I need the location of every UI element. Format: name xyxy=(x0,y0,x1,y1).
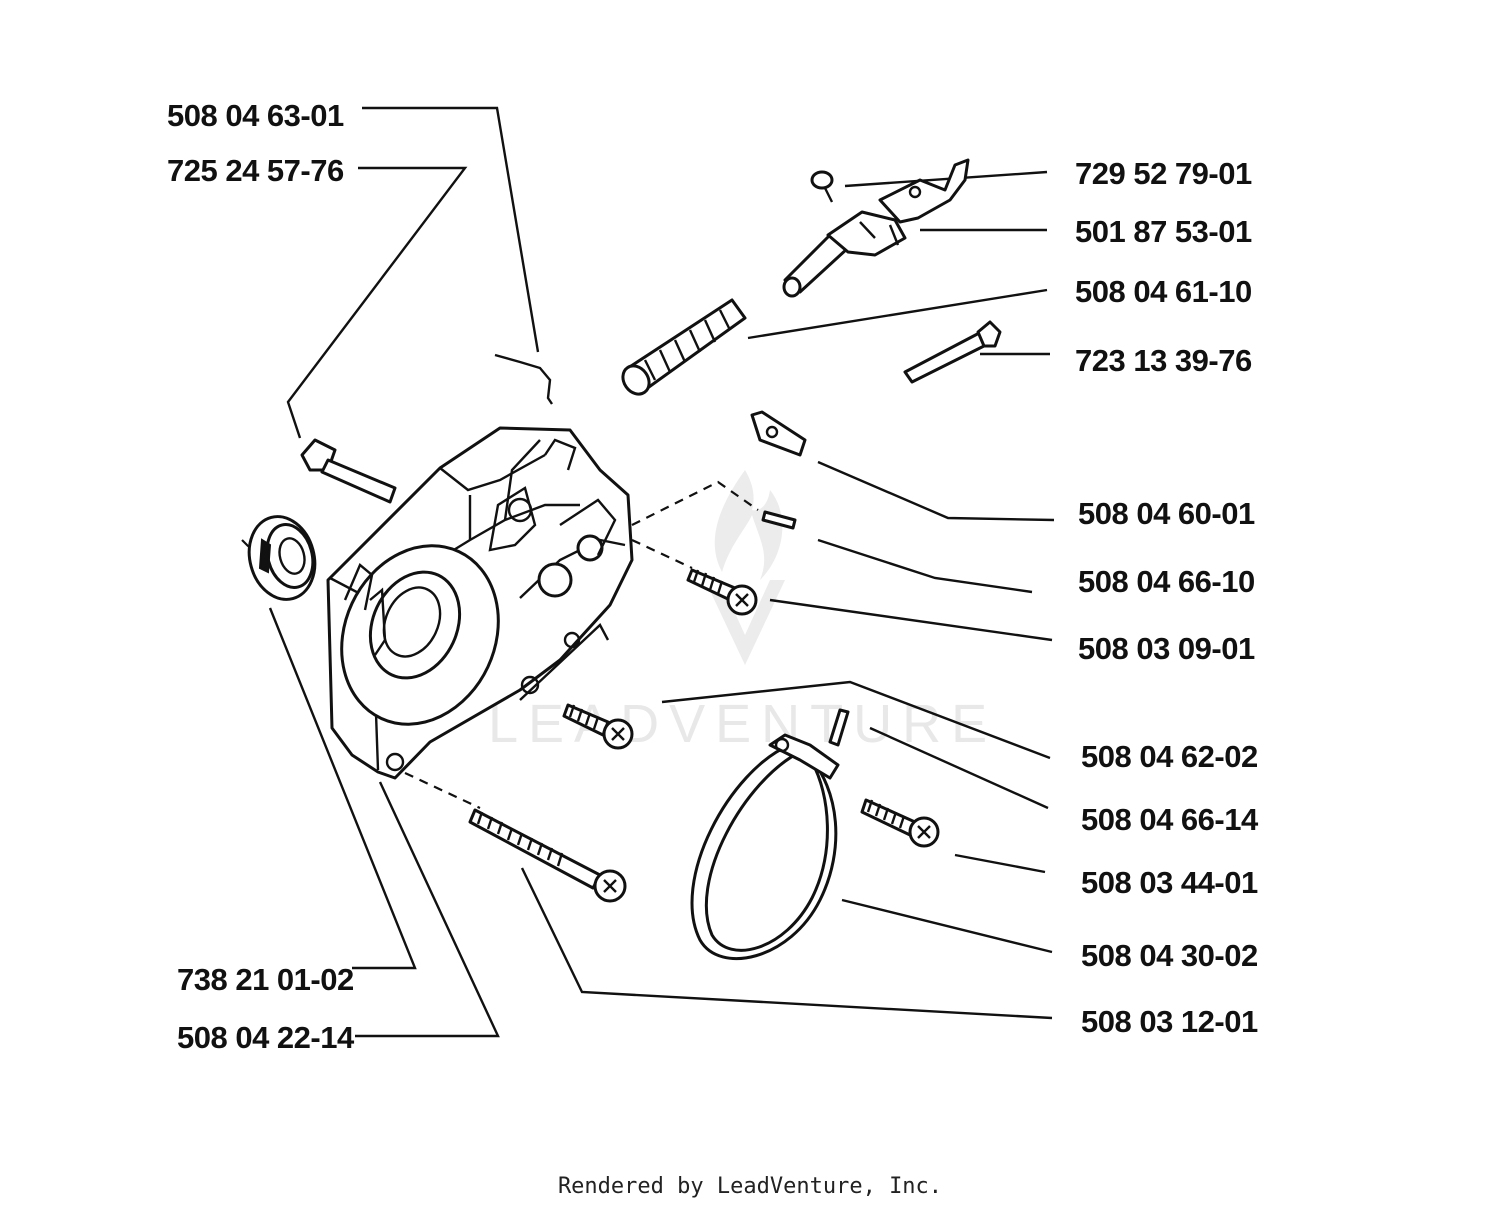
small-pin-part-lower xyxy=(828,708,850,747)
part-label-508-04-30-02: 508 04 30-02 xyxy=(1081,938,1258,973)
part-label-508-04-60-01: 508 04 60-01 xyxy=(1078,496,1255,531)
part-label-508-04-22-14: 508 04 22-14 xyxy=(177,1020,355,1055)
screw-part-middle xyxy=(562,703,634,750)
leader-line-508-04-22-14 xyxy=(355,781,500,1038)
leader-line-508-03-44-01 xyxy=(954,853,1046,874)
dashed-line-bearing xyxy=(241,539,251,549)
spring-clip-part xyxy=(494,353,553,405)
small-pin-part xyxy=(761,510,797,530)
part-label-508-04-62-02: 508 04 62-02 xyxy=(1081,739,1258,774)
crankcase-housing xyxy=(326,426,634,780)
dashed-line-screw xyxy=(631,539,693,569)
leader-line-508-04-30-02 xyxy=(841,898,1053,954)
spring-part xyxy=(621,298,747,396)
part-label-508-04-66-10: 508 04 66-10 xyxy=(1078,564,1255,599)
leader-lines xyxy=(241,106,1055,1038)
part-label-508-03-09-01: 508 03 09-01 xyxy=(1078,631,1255,666)
part-label-508-04-61-10: 508 04 61-10 xyxy=(1075,274,1252,309)
leader-line-508-04-61-10 xyxy=(747,288,1048,340)
part-label-738-21-01-02: 738 21 01-02 xyxy=(177,962,354,997)
small-screw-part xyxy=(810,170,834,203)
part-label-725-24-57-76: 725 24 57-76 xyxy=(167,153,344,188)
watermark-text: LEADVENTURE xyxy=(488,694,997,754)
leader-line-508-04-66-14 xyxy=(869,726,1049,810)
leader-line-508-04-62-02 xyxy=(661,680,1051,760)
leader-line-508-03-12-01 xyxy=(520,867,1053,1020)
screw-part-lower xyxy=(860,798,940,848)
footer-credit: Rendered by LeadVenture, Inc. xyxy=(557,1174,943,1199)
leader-line-508-04-63-01 xyxy=(362,106,540,353)
part-label-508-04-66-14: 508 04 66-14 xyxy=(1081,802,1259,837)
part-label-508-04-63-01: 508 04 63-01 xyxy=(167,98,344,133)
leader-line-738-21-01-02 xyxy=(268,607,417,970)
bolt-part xyxy=(300,438,397,504)
part-label-723-13-39-76: 723 13 39-76 xyxy=(1075,343,1252,378)
dashed-line-long-screw xyxy=(404,772,481,809)
part-label-501-87-53-01: 501 87 53-01 xyxy=(1075,214,1252,249)
plate-part xyxy=(750,410,807,457)
part-labels: 508 04 63-01 725 24 57-76 729 52 79-01 5… xyxy=(167,98,1259,1055)
part-label-729-52-79-01: 729 52 79-01 xyxy=(1075,156,1252,191)
clamp-band-part xyxy=(690,733,840,961)
leader-line-508-04-60-01 xyxy=(817,460,1055,522)
parts-artwork xyxy=(247,158,1002,961)
seal-bearing-part xyxy=(247,515,317,601)
dashed-line-pin xyxy=(631,480,759,526)
leader-line-508-03-09-01 xyxy=(769,598,1053,642)
pin-part xyxy=(903,320,1002,384)
leadventure-flame-logo-icon xyxy=(705,470,785,665)
leader-line-725-24-57-76 xyxy=(286,166,468,439)
part-label-508-03-44-01: 508 03 44-01 xyxy=(1081,865,1258,900)
part-label-508-03-12-01: 508 03 12-01 xyxy=(1081,1004,1258,1039)
screw-part-upper xyxy=(686,568,758,616)
oil-pump-part xyxy=(782,158,970,298)
long-screw-part xyxy=(468,808,627,903)
leader-line-729-52-79-01 xyxy=(844,170,1048,188)
leader-line-508-04-66-10 xyxy=(817,538,1033,594)
